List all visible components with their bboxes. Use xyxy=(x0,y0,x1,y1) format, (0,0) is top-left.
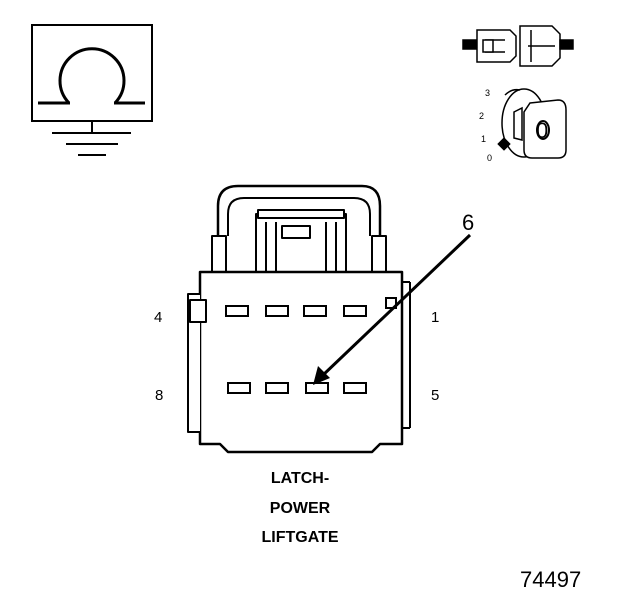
callout-arrow xyxy=(320,233,472,378)
caption-line-1: LATCH- xyxy=(271,470,329,487)
pin-cavity-1 xyxy=(343,305,367,317)
pin-label-top-left: 4 xyxy=(154,309,162,326)
connector-plug-icon xyxy=(462,25,574,67)
pin-label-bottom-left: 8 xyxy=(155,387,163,404)
ignition-position-1: 1 xyxy=(481,134,486,144)
caption-line-3: LIFTGATE xyxy=(261,529,338,546)
callout-number: 6 xyxy=(462,210,474,235)
connector-body xyxy=(187,184,411,454)
pin-cavity-6 xyxy=(305,382,329,394)
pin-cavity-2 xyxy=(303,305,327,317)
callout-arrowhead xyxy=(313,366,330,385)
pin-cavity-5 xyxy=(343,382,367,394)
pin-cavity-8 xyxy=(227,382,251,394)
ignition-position-3: 3 xyxy=(485,88,490,98)
figure-number: 74497 xyxy=(520,567,581,592)
ignition-position-0: 0 xyxy=(487,153,492,163)
pin-label-bottom-right: 5 xyxy=(431,387,439,404)
ohmmeter-ground-icon xyxy=(31,24,153,156)
ignition-key-icon xyxy=(497,88,567,159)
caption-line-2: POWER xyxy=(270,500,331,517)
pin-cavity-4 xyxy=(225,305,249,317)
pin-label-top-right: 1 xyxy=(431,309,439,326)
pin-cavities xyxy=(225,297,397,394)
key-label: 0 xyxy=(536,118,548,143)
pin-cavity-1-marker xyxy=(385,297,397,309)
pin-cavity-7 xyxy=(265,382,289,394)
pin-cavity-3 xyxy=(265,305,289,317)
ignition-position-2: 2 xyxy=(479,111,484,121)
